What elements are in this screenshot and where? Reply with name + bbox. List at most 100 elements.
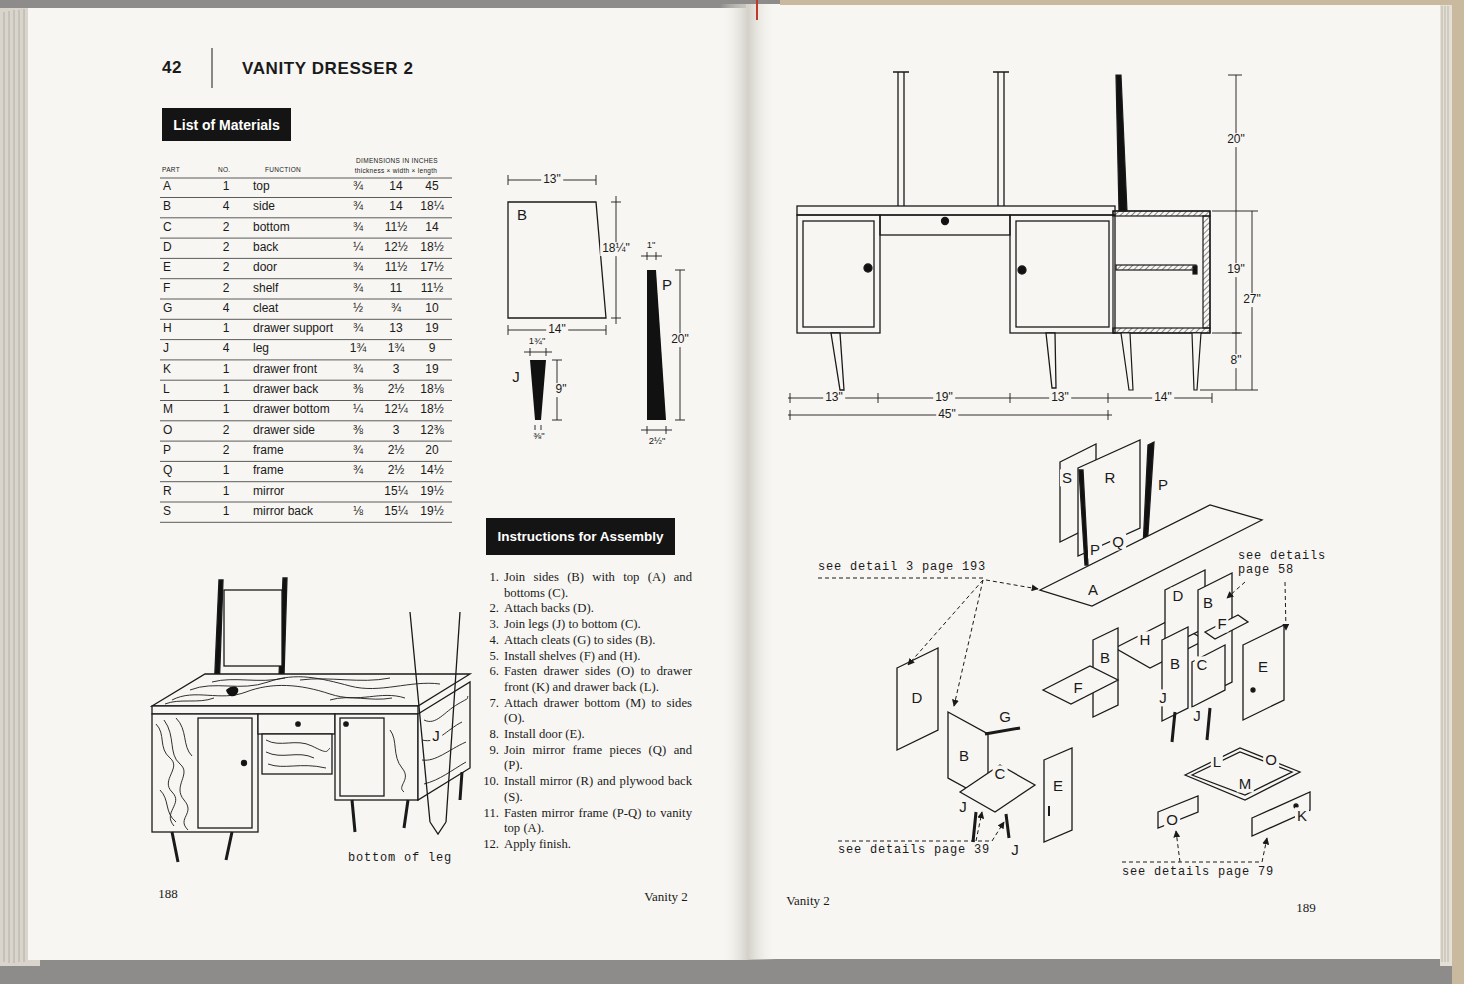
part-letter: A — [1086, 581, 1100, 598]
dresser-illustration — [152, 578, 470, 862]
bottom-panel — [1192, 645, 1225, 707]
table-cell: drawer side — [253, 424, 315, 438]
cabinet-door — [340, 718, 384, 796]
front-elevation — [797, 72, 1115, 390]
step-text: Fasten mirror frame (P-Q) to vanity top … — [504, 806, 692, 837]
table-cell: ⅜ — [353, 424, 363, 438]
table-cell: P — [163, 444, 171, 458]
table-cell: 14 — [389, 180, 402, 194]
table-cell: side — [253, 200, 275, 214]
drawer-front — [1252, 792, 1310, 836]
drawer-knob — [942, 218, 949, 225]
leader-line — [1176, 831, 1180, 862]
table-cell: 3 — [393, 424, 400, 438]
leader-line — [1285, 582, 1286, 630]
table-cell: M — [163, 403, 173, 417]
table-cell: 18¼ — [420, 200, 443, 214]
wood-grain — [165, 677, 440, 704]
part-letter: G — [997, 708, 1013, 725]
bottom-section — [1113, 328, 1210, 333]
instruction-list: 1.Join sides (B) with top (A) and bottom… — [479, 570, 692, 853]
callout-note: bottom of leg — [348, 852, 452, 866]
step-number: 5. — [479, 649, 499, 665]
table-cell: 2 — [223, 282, 230, 296]
cabinet-door — [803, 221, 874, 327]
table-cell: 14½ — [420, 464, 443, 478]
left-page — [28, 8, 748, 960]
part-letter: C — [993, 765, 1008, 782]
dimension-label: 45" — [936, 408, 958, 422]
table-cell: 17½ — [420, 261, 443, 275]
dimension-label: 19" — [933, 391, 955, 405]
page-stack-lines — [1442, 6, 1448, 962]
part-letter: J — [957, 798, 969, 815]
drawer-side — [1158, 796, 1198, 828]
table-cell: G — [163, 302, 172, 316]
page-footer: Vanity 2 — [644, 890, 688, 905]
door-knob — [242, 761, 247, 766]
table-cell: 18½ — [420, 403, 443, 417]
dimension-label: 8" — [1229, 354, 1244, 368]
leader-line — [954, 580, 983, 706]
instruction-step: 12.Apply finish. — [479, 837, 692, 853]
leg-detail — [410, 612, 460, 834]
table-cell: R — [163, 485, 172, 499]
dimension-label: 27" — [1241, 293, 1263, 307]
dimension-line — [788, 393, 1212, 420]
page-title: VANITY DRESSER 2 — [242, 59, 413, 79]
wood-grain — [266, 740, 330, 768]
table-cell: leg — [253, 342, 269, 356]
leader-line — [986, 580, 1038, 589]
part-letter: P — [1088, 541, 1102, 558]
part-letter: P — [1156, 476, 1170, 493]
table-cell: 11½ — [385, 261, 407, 275]
part-letter: S — [1060, 469, 1074, 486]
heading-text: Instructions for Assembly — [497, 529, 663, 544]
table-cell: E — [163, 261, 171, 275]
page-stack — [1440, 0, 1452, 966]
table-cell: 14 — [389, 200, 402, 214]
top-board — [797, 206, 1115, 215]
header-rule — [212, 48, 213, 88]
table-cell: 19 — [425, 363, 438, 377]
part-letter: O — [1263, 751, 1279, 768]
mirror — [1078, 440, 1140, 556]
step-text: Attach drawer bottom (M) to sides (O). — [504, 696, 692, 727]
table-cell: Q — [163, 464, 172, 478]
table-cell: 18⅛ — [420, 383, 443, 397]
table-cell: 12½ — [384, 241, 407, 255]
part-letter: D — [910, 689, 925, 706]
table-cell: 4 — [223, 200, 230, 214]
table-cell: ¼ — [353, 241, 363, 255]
heading-box: List of Materials — [162, 108, 291, 141]
callout-note: see details page 79 — [1122, 866, 1274, 880]
part-letter: E — [1051, 777, 1065, 794]
step-text: Install shelves (F) and (H). — [504, 649, 692, 665]
table-cell: 2 — [223, 261, 230, 275]
table-cell: F — [163, 282, 170, 296]
door-knob — [864, 264, 872, 272]
table-cell: 2½ — [388, 383, 405, 397]
step-text: Apply finish. — [504, 837, 692, 853]
table-cell: ⅛ — [353, 505, 363, 519]
table-cell: 1 — [223, 383, 230, 397]
table-cell: 11½ — [385, 221, 407, 235]
shelf — [1043, 666, 1118, 704]
dimension-label: 13" — [1049, 391, 1071, 405]
cleat — [985, 728, 1020, 734]
part-letter: Q — [1110, 533, 1126, 550]
table-cell: 1¾ — [388, 342, 405, 356]
drawer-front — [258, 714, 335, 734]
leader-lines — [908, 580, 1286, 862]
step-number: 10. — [479, 774, 499, 805]
page-footer: 189 — [1296, 901, 1316, 916]
table-cell: L — [163, 383, 170, 397]
part-letter: B — [517, 206, 527, 223]
table-cell: 4 — [223, 302, 230, 316]
mirror-frame — [893, 72, 1009, 206]
table-cell: 19½ — [420, 485, 443, 499]
instruction-step: 1.Join sides (B) with top (A) and bottom… — [479, 570, 692, 601]
door-knob — [344, 722, 348, 726]
mirror — [224, 590, 282, 666]
